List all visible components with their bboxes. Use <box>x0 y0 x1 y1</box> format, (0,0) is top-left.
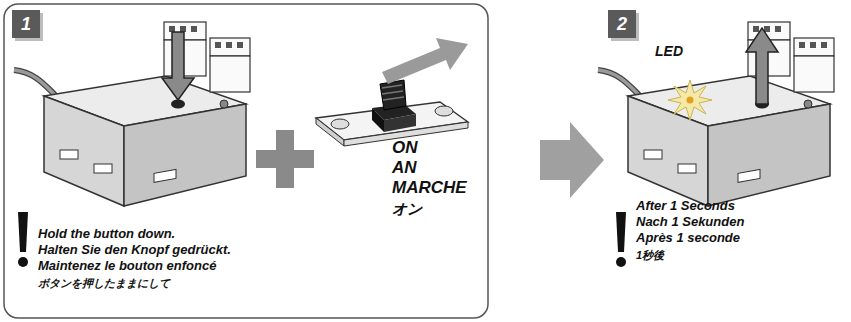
slide-arrow <box>382 38 468 84</box>
caution-mark <box>18 212 28 267</box>
part-name: LED <box>655 44 683 59</box>
switch-state: ON <box>392 139 418 157</box>
instruction: Nach 1 Sekunden <box>636 215 744 229</box>
instruction: ボタンを押したままにして <box>38 278 170 290</box>
step-panel <box>4 4 488 318</box>
caution-mark <box>616 212 626 267</box>
press-arrow <box>162 32 194 100</box>
step-number: 2 <box>617 14 627 35</box>
instruction: Après 1 seconde <box>636 231 740 245</box>
step-badge: 1 <box>12 10 40 38</box>
instruction: Maintenez le bouton enfoncé <box>38 259 216 273</box>
switch-state: オン <box>392 201 422 217</box>
switch <box>316 80 468 146</box>
instruction: Halten Sie den Knopf gedrückt. <box>38 243 231 257</box>
led-glow <box>668 80 712 120</box>
receiver <box>598 22 834 206</box>
switch-state: MARCHE <box>392 179 467 197</box>
step-arrow <box>540 122 604 198</box>
plus-sign <box>256 130 314 188</box>
step-badge: 2 <box>608 10 636 38</box>
instruction: Hold the button down. <box>38 227 175 241</box>
step-number: 1 <box>21 14 31 35</box>
instruction: After 1 Seconds <box>636 199 735 213</box>
release-arrow <box>746 28 778 104</box>
switch-state: AN <box>392 159 417 177</box>
receiver <box>14 22 250 206</box>
instruction: 1秒後 <box>636 250 664 262</box>
